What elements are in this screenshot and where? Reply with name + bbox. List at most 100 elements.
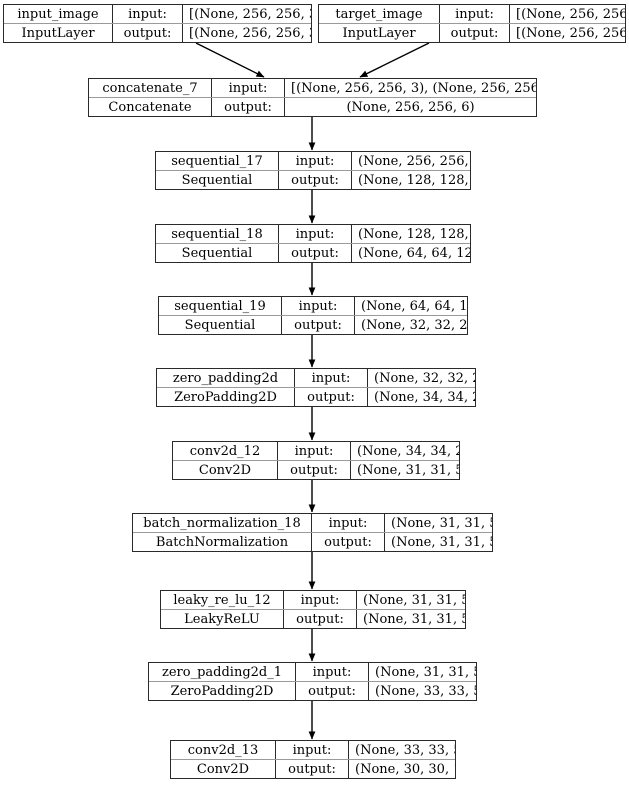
output-label: output: bbox=[284, 610, 357, 628]
layer-name: sequential_19 bbox=[159, 297, 282, 315]
layer-class: InputLayer bbox=[319, 24, 440, 42]
input-label: input: bbox=[278, 442, 351, 460]
output-shape: (None, 256, 256, 6) bbox=[346, 99, 475, 115]
output-shape: (None, 30, 30, 1) bbox=[355, 761, 456, 777]
output-label: output: bbox=[276, 760, 349, 778]
edge-target_image-to-concatenate_7 bbox=[359, 42, 430, 78]
layer-class: InputLayer bbox=[4, 24, 113, 42]
layer-name: concatenate_7 bbox=[89, 79, 212, 97]
output-label: output: bbox=[440, 24, 510, 42]
input-shape: (None, 31, 31, 512) bbox=[391, 515, 492, 531]
input-label: input: bbox=[295, 369, 368, 387]
output-label: output: bbox=[312, 533, 385, 551]
output-label: output: bbox=[296, 682, 369, 700]
layer-name: zero_padding2d bbox=[157, 369, 295, 387]
layer-name: conv2d_12 bbox=[173, 442, 278, 460]
output-shape: (None, 31, 31, 512) bbox=[391, 534, 492, 550]
input-shape: [(None, 256, 256, 3), (None, 256, 256, 3… bbox=[291, 80, 536, 96]
layer-name: sequential_18 bbox=[156, 225, 279, 243]
input-shape: (None, 31, 31, 512) bbox=[363, 592, 465, 608]
input-label: input: bbox=[212, 79, 285, 97]
layer-class: Sequential bbox=[156, 171, 279, 189]
input-label: input: bbox=[312, 514, 385, 532]
layer-name: zero_padding2d_1 bbox=[149, 663, 296, 681]
edge-input_image-to-concatenate_7 bbox=[195, 42, 265, 78]
output-label: output: bbox=[295, 388, 368, 406]
input-label: input: bbox=[279, 152, 352, 170]
input-label: input: bbox=[113, 5, 183, 23]
layer-name: leaky_re_lu_12 bbox=[161, 591, 284, 609]
output-shape: (None, 32, 32, 256) bbox=[361, 317, 468, 333]
output-label: output: bbox=[282, 316, 355, 334]
output-label: output: bbox=[113, 24, 183, 42]
layer-class: Sequential bbox=[156, 244, 279, 262]
output-shape: [(None, 256, 256, 3)] bbox=[189, 25, 311, 41]
output-label: output: bbox=[278, 461, 351, 479]
input-shape: (None, 33, 33, 512) bbox=[355, 742, 455, 758]
input-label: input: bbox=[279, 225, 352, 243]
output-shape: (None, 31, 31, 512) bbox=[357, 462, 459, 478]
layer-name: conv2d_13 bbox=[171, 741, 276, 759]
output-label: output: bbox=[279, 171, 352, 189]
layer-name: batch_normalization_18 bbox=[133, 514, 312, 532]
layer-class: BatchNormalization bbox=[133, 533, 312, 551]
input-shape: [(None, 256, 256, 3)] bbox=[189, 6, 311, 22]
output-shape: (None, 31, 31, 512) bbox=[363, 611, 465, 627]
input-label: input: bbox=[282, 297, 355, 315]
output-shape: [(None, 256, 256, 3)] bbox=[516, 25, 625, 41]
input-shape: (None, 34, 34, 256) bbox=[357, 443, 459, 459]
input-shape: (None, 128, 128, 64) bbox=[358, 226, 470, 242]
layer-class: Sequential bbox=[159, 316, 282, 334]
input-label: input: bbox=[440, 5, 510, 23]
output-shape: (None, 34, 34, 256) bbox=[374, 389, 475, 405]
output-label: output: bbox=[279, 244, 352, 262]
input-shape: (None, 256, 256, 6) bbox=[358, 153, 470, 169]
input-shape: (None, 31, 31, 512) bbox=[375, 664, 476, 680]
output-label: output: bbox=[212, 98, 285, 116]
input-shape: (None, 32, 32, 256) bbox=[374, 370, 475, 386]
input-label: input: bbox=[276, 741, 349, 759]
layer-class: Conv2D bbox=[173, 461, 278, 479]
layer-class: Conv2D bbox=[171, 760, 276, 778]
input-label: input: bbox=[284, 591, 357, 609]
output-shape: (None, 33, 33, 512) bbox=[375, 683, 476, 699]
input-label: input: bbox=[296, 663, 369, 681]
layer-class: ZeroPadding2D bbox=[157, 388, 295, 406]
layer-name: sequential_17 bbox=[156, 152, 279, 170]
